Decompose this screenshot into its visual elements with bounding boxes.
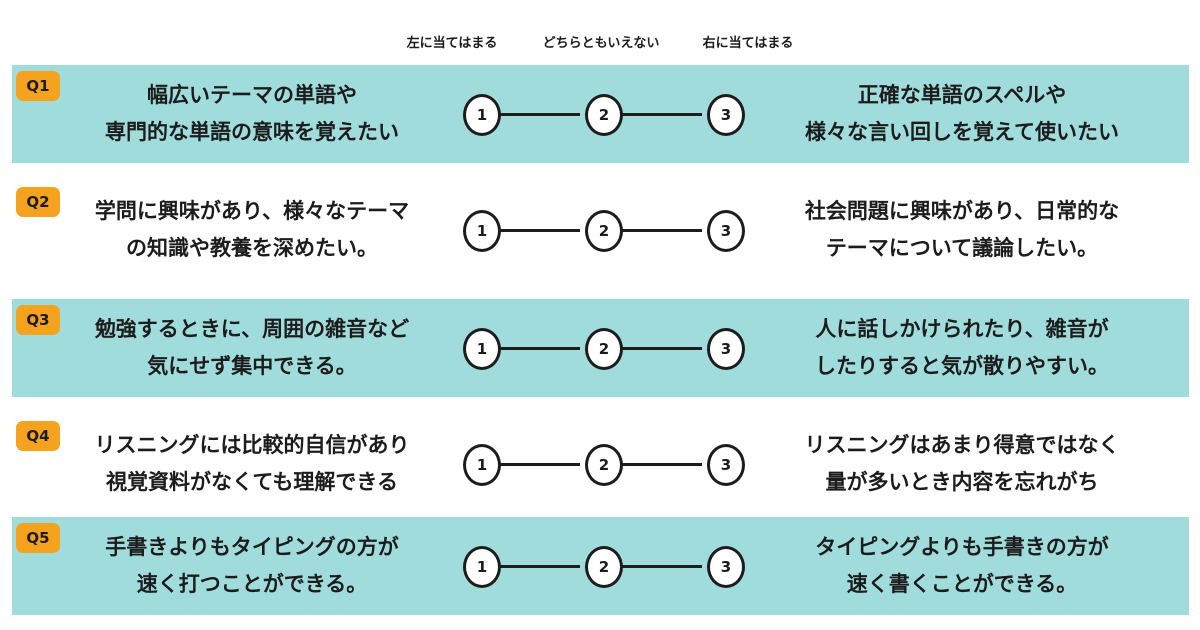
statement-line: 量が多いとき内容を忘れがち xyxy=(825,470,1099,494)
question-badge: Q2 xyxy=(16,187,60,217)
statement-line: リスニングには比較的自信があり xyxy=(94,433,410,457)
left-statement: 幅広いテーマの単語や 専門的な単語の意味を覚えたい xyxy=(42,65,462,163)
rating-scale: 1 2 3 xyxy=(452,299,752,397)
rating-option-2[interactable]: 2 xyxy=(585,210,623,252)
statement-line: 正確な単語のスペルや xyxy=(857,83,1067,107)
scale-line xyxy=(622,113,702,116)
left-label: 左に当てはまる xyxy=(406,36,498,51)
rating-option-2[interactable]: 2 xyxy=(585,444,623,486)
statement-line: 学問に興味があり、様々なテーマ xyxy=(94,199,410,223)
right-statement: 正確な単語のスペルや 様々な言い回しを覚えて使いたい xyxy=(752,65,1172,163)
question-row-q1: Q1 幅広いテーマの単語や 専門的な単語の意味を覚えたい 1 2 3 正確な単語… xyxy=(12,65,1189,163)
statement-line: 社会問題に興味があり、日常的な xyxy=(804,199,1120,223)
question-row-q5: Q5 手書きよりもタイピングの方が 速く打つことができる。 1 2 3 タイピン… xyxy=(12,517,1189,615)
statement-line: リスニングはあまり得意ではなく xyxy=(804,433,1120,457)
statement-line: テーマについて議論したい。 xyxy=(825,236,1099,260)
scale-line xyxy=(500,347,580,350)
rating-option-2[interactable]: 2 xyxy=(585,328,623,370)
question-row-q3: Q3 勉強するときに、周囲の雑音など 気にせず集中できる。 1 2 3 人に話し… xyxy=(12,299,1189,397)
rating-option-1[interactable]: 1 xyxy=(463,328,501,370)
rating-scale: 1 2 3 xyxy=(452,181,752,279)
scale-line xyxy=(622,229,702,232)
right-label: 右に当てはまる xyxy=(702,36,794,51)
rating-option-1[interactable]: 1 xyxy=(463,444,501,486)
scale-line xyxy=(500,113,580,116)
rating-option-3[interactable]: 3 xyxy=(707,94,745,136)
left-statement: 勉強するときに、周囲の雑音など 気にせず集中できる。 xyxy=(42,299,462,397)
question-row-q4: Q4 リスニングには比較的自信があり 視覚資料がなくても理解できる 1 2 3 … xyxy=(12,415,1189,513)
rating-scale: 1 2 3 xyxy=(452,517,752,615)
statement-line: タイピングよりも手書きの方が xyxy=(815,535,1109,559)
statement-line: したりすると気が散りやすい。 xyxy=(815,354,1109,378)
question-badge: Q3 xyxy=(16,305,60,335)
scale-line xyxy=(622,565,702,568)
middle-label: どちらともいえない xyxy=(542,36,660,51)
statement-line: 人に話しかけられたり、雑音が xyxy=(815,317,1109,341)
scale-line xyxy=(500,229,580,232)
statement-line: 勉強するときに、周囲の雑音など xyxy=(94,317,410,341)
left-statement: リスニングには比較的自信があり 視覚資料がなくても理解できる xyxy=(42,415,462,513)
scale-line xyxy=(500,565,580,568)
rating-scale: 1 2 3 xyxy=(452,415,752,513)
question-badge: Q1 xyxy=(16,71,60,101)
right-statement: 人に話しかけられたり、雑音が したりすると気が散りやすい。 xyxy=(752,299,1172,397)
statement-line: 手書きよりもタイピングの方が xyxy=(105,535,399,559)
statement-line: 視覚資料がなくても理解できる xyxy=(106,470,398,494)
left-statement: 学問に興味があり、様々なテーマ の知識や教養を深めたい。 xyxy=(42,181,462,279)
rating-option-1[interactable]: 1 xyxy=(463,546,501,588)
rating-option-3[interactable]: 3 xyxy=(707,210,745,252)
statement-line: 速く書くことができる。 xyxy=(846,572,1078,596)
rating-option-1[interactable]: 1 xyxy=(463,210,501,252)
right-statement: タイピングよりも手書きの方が 速く書くことができる。 xyxy=(752,517,1172,615)
left-statement: 手書きよりもタイピングの方が 速く打つことができる。 xyxy=(42,517,462,615)
statement-line: 専門的な単語の意味を覚えたい xyxy=(105,120,399,144)
rating-option-3[interactable]: 3 xyxy=(707,444,745,486)
rating-option-1[interactable]: 1 xyxy=(463,94,501,136)
rating-option-2[interactable]: 2 xyxy=(585,546,623,588)
statement-line: 速く打つことができる。 xyxy=(136,572,368,596)
statement-line: 幅広いテーマの単語や xyxy=(147,83,357,107)
right-statement: 社会問題に興味があり、日常的な テーマについて議論したい。 xyxy=(752,181,1172,279)
rating-option-2[interactable]: 2 xyxy=(585,94,623,136)
rating-option-3[interactable]: 3 xyxy=(707,328,745,370)
rating-option-3[interactable]: 3 xyxy=(707,546,745,588)
scale-line xyxy=(500,463,580,466)
scale-line xyxy=(622,347,702,350)
question-badge: Q5 xyxy=(16,523,60,553)
statement-line: 気にせず集中できる。 xyxy=(147,354,357,378)
scale-header: 左に当てはまる どちらともいえない 右に当てはまる xyxy=(0,32,1200,52)
right-statement: リスニングはあまり得意ではなく 量が多いとき内容を忘れがち xyxy=(752,415,1172,513)
rating-scale: 1 2 3 xyxy=(452,65,752,163)
question-badge: Q4 xyxy=(16,421,60,451)
scale-line xyxy=(622,463,702,466)
statement-line: 様々な言い回しを覚えて使いたい xyxy=(805,120,1119,144)
statement-line: の知識や教養を深めたい。 xyxy=(126,236,378,260)
question-row-q2: Q2 学問に興味があり、様々なテーマ の知識や教養を深めたい。 1 2 3 社会… xyxy=(12,181,1189,279)
